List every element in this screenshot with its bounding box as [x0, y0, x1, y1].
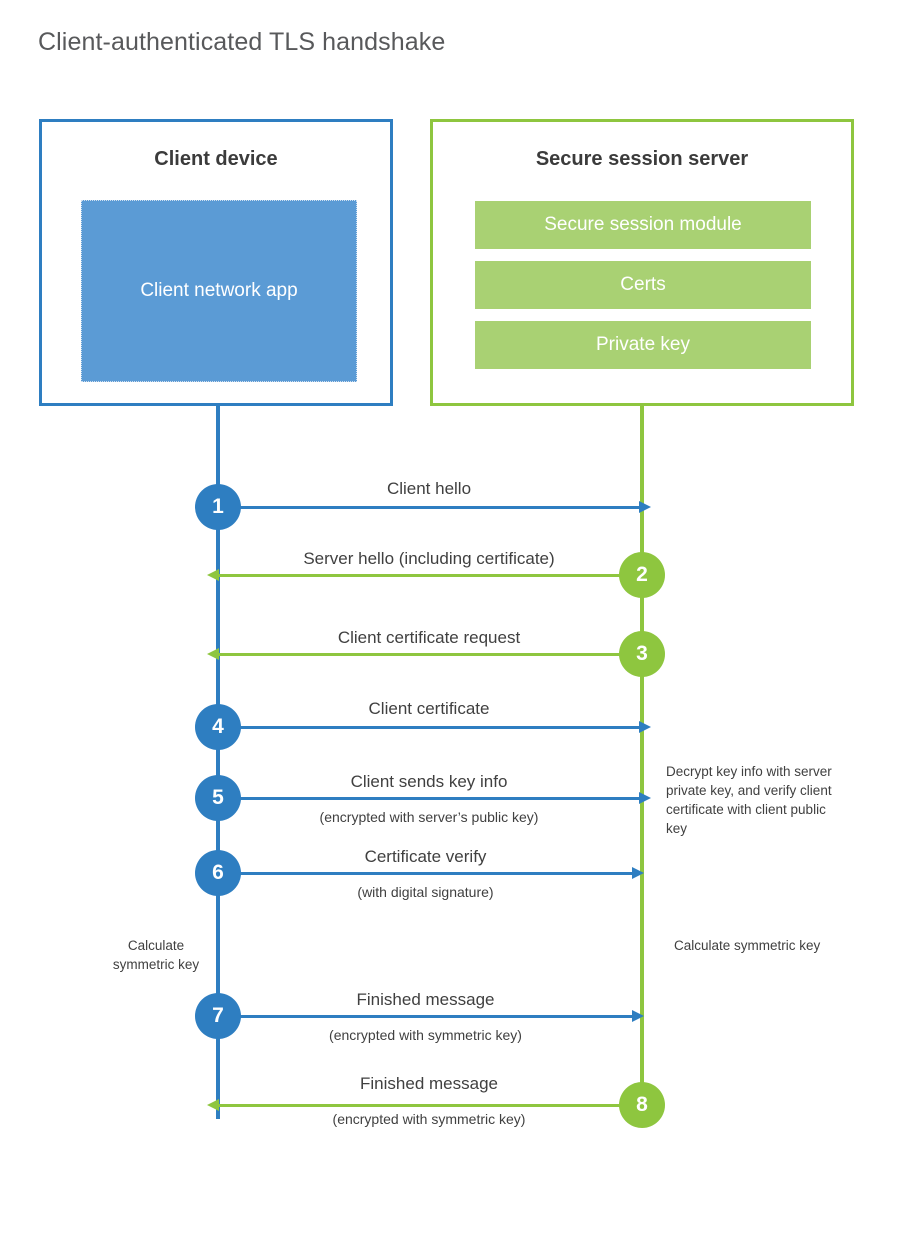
- server-bar-certs: Certs: [475, 261, 811, 309]
- server-calculate-symmetric-key-note: Calculate symmetric key: [674, 938, 821, 953]
- arrow-label-step-4: Client certificate: [368, 699, 490, 718]
- arrowhead-right-icon: [639, 501, 651, 513]
- step-circle-6: 6: [195, 850, 241, 896]
- arrow-step-1: [218, 501, 651, 513]
- arrow-label-step-1: Client hello: [386, 479, 472, 498]
- client-network-app-block: Client network app: [81, 200, 357, 382]
- client-lifeline: [216, 403, 220, 1119]
- arrow-step-8: [207, 1099, 640, 1111]
- arrowhead-right-icon: [639, 792, 651, 804]
- arrow-label-step-2: Server hello (including certificate): [303, 549, 555, 568]
- arrow-sublabel-step-8: (encrypted with symmetric key): [332, 1111, 526, 1127]
- arrowhead-right-icon: [632, 867, 644, 879]
- step-circle-3: 3: [619, 631, 665, 677]
- arrowhead-right-icon: [632, 1010, 644, 1022]
- page-title: Client-authenticated TLS handshake: [38, 28, 446, 56]
- arrow-sublabel-step-6: (with digital signature): [357, 884, 494, 900]
- arrow-sublabel-step-7: (encrypted with symmetric key): [329, 1027, 522, 1043]
- arrow-step-7: [218, 1010, 644, 1022]
- server-bar-private-key: Private key: [475, 321, 811, 369]
- client-calculate-symmetric-key-note: Calculate symmetric key: [112, 938, 200, 973]
- arrow-label-step-8: Finished message: [360, 1074, 498, 1093]
- arrow-step-5: [218, 792, 651, 804]
- arrowhead-left-icon: [207, 569, 219, 581]
- step-circle-1: 1: [195, 484, 241, 530]
- arrow-step-6: [218, 867, 644, 879]
- arrow-step-4: [218, 721, 651, 733]
- arrow-label-step-6: Certificate verify: [364, 847, 487, 866]
- step-circle-2: 2: [619, 552, 665, 598]
- arrow-sublabel-step-5: (encrypted with server’s public key): [319, 809, 539, 825]
- arrowhead-left-icon: [207, 1099, 219, 1111]
- step-circle-5: 5: [195, 775, 241, 821]
- secure-session-server-box: Secure session server Secure session mod…: [430, 119, 854, 406]
- client-device-title: Client device: [154, 148, 278, 170]
- arrowhead-left-icon: [207, 648, 219, 660]
- server-lifeline: [640, 403, 644, 1105]
- server-component-list: Secure session module Certs Private key: [475, 201, 811, 369]
- arrow-label-step-5: Client sends key info: [350, 772, 508, 791]
- arrow-step-3: [207, 648, 640, 660]
- server-decrypt-note: Decrypt key info with server private key…: [666, 764, 832, 837]
- arrow-step-2: [207, 569, 640, 581]
- arrowhead-right-icon: [639, 721, 651, 733]
- arrow-label-step-3: Client certificate request: [337, 628, 521, 647]
- arrow-label-step-7: Finished message: [356, 990, 495, 1009]
- secure-session-server-title: Secure session server: [535, 148, 749, 170]
- step-circle-4: 4: [195, 704, 241, 750]
- step-circle-8: 8: [619, 1082, 665, 1128]
- server-bar-secure-session-module: Secure session module: [475, 201, 811, 249]
- step-circle-7: 7: [195, 993, 241, 1039]
- client-device-box: Client device Client network app: [39, 119, 393, 406]
